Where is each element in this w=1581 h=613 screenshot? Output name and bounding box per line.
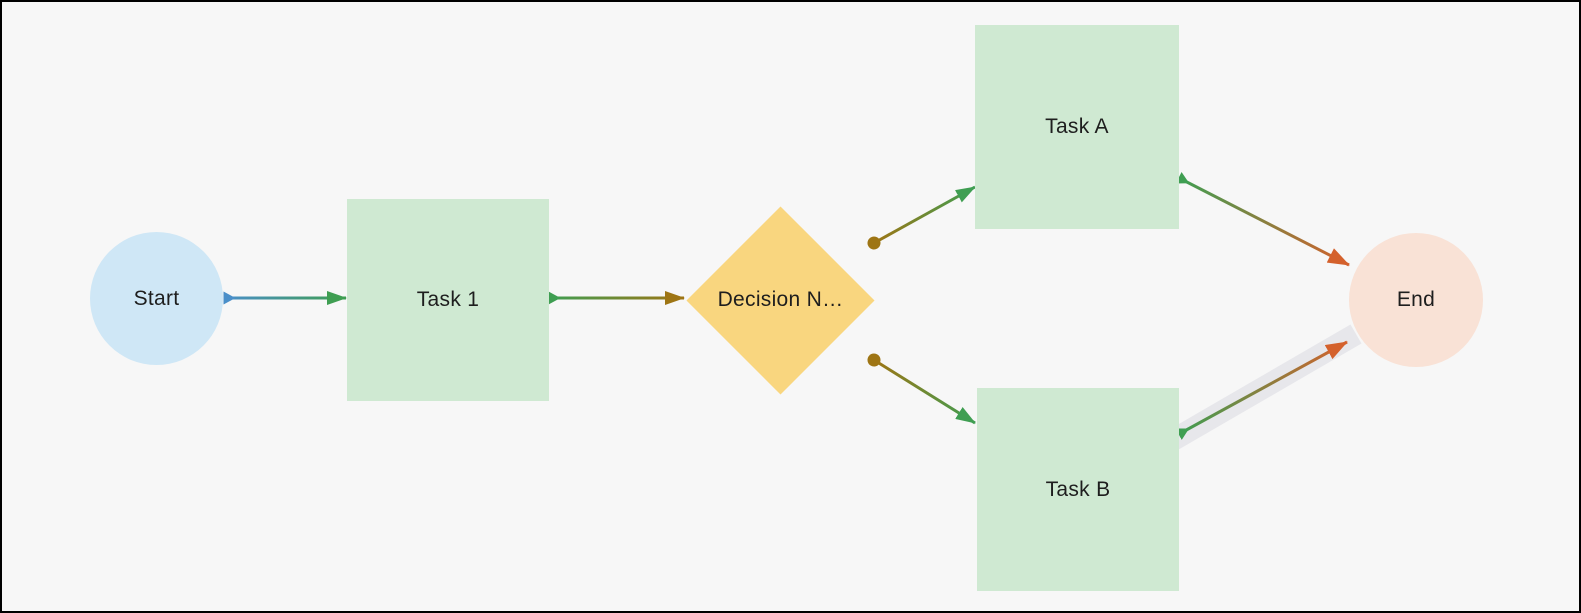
edge-taska-end[interactable] — [1175, 171, 1350, 267]
node-task-a[interactable]: Task A — [975, 25, 1179, 229]
edge-taskb-end[interactable] — [1175, 340, 1348, 440]
node-task-b-label: Task B — [1045, 477, 1111, 501]
node-decision-label: Decision N… — [717, 288, 844, 311]
node-start-label: Start — [133, 286, 180, 310]
node-start[interactable]: Start — [90, 232, 223, 365]
node-task-1-label: Task 1 — [416, 288, 480, 311]
node-decision[interactable]: Decision N… — [686, 205, 875, 395]
node-end-label: End — [1396, 288, 1436, 311]
edge-decision-taskb[interactable] — [867, 353, 976, 425]
node-end[interactable]: End — [1349, 233, 1483, 367]
edge-decision-taska[interactable] — [867, 185, 976, 250]
node-task-a-label: Task A — [1045, 115, 1109, 138]
node-task-1[interactable]: Task 1 — [347, 199, 549, 401]
node-task-b[interactable]: Task B — [977, 388, 1179, 591]
